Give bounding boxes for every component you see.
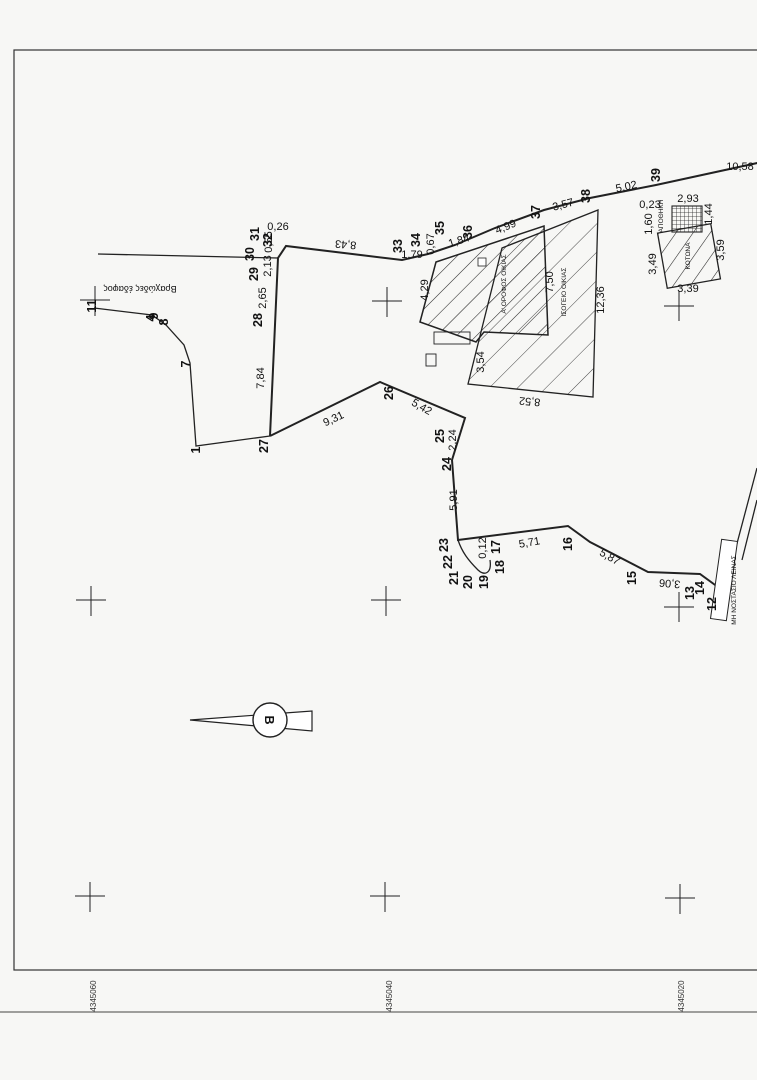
vertex-number: 34: [409, 233, 423, 247]
grid-crosses: [75, 286, 695, 914]
distance-label: 5,02: [615, 179, 638, 195]
vertex-number: 36: [461, 225, 475, 239]
label-road: ΜΗ ΝΟΣΤΑΣΙΟ ΛΕΙΝΑΣ: [731, 555, 738, 624]
distance-label: 1,60: [643, 213, 655, 234]
vertex-number: 8: [157, 318, 171, 325]
vertex-number: 21: [447, 571, 461, 585]
distance-label: 2,93: [677, 193, 698, 205]
vertex-number: 23: [437, 538, 451, 552]
vertex-number: 9: [147, 312, 161, 319]
distance-label: 3,54: [475, 351, 487, 372]
vertex-number: 7: [179, 360, 193, 367]
vertex-number: 30: [243, 247, 257, 261]
vertex-number: 13: [683, 586, 697, 600]
vertex-number: 25: [433, 429, 447, 443]
distance-label: 3,06: [659, 576, 681, 590]
small-well: [425, 353, 437, 367]
vertex-number: 14: [693, 581, 707, 595]
storage-shed: [671, 205, 703, 233]
vertex-number: 12: [705, 597, 719, 611]
vertex-number: 19: [477, 575, 491, 589]
vertex-number: 28: [251, 313, 265, 327]
upper-floor-house: [419, 224, 549, 343]
label-rocky-ground: Βραχώδες έδαφος: [103, 284, 177, 294]
vertex-number: 1: [189, 446, 203, 453]
distance-label: 0,12: [477, 537, 489, 558]
vertex-number: 17: [489, 540, 503, 554]
vertex-number: 20: [461, 575, 475, 589]
parcel-boundary-lower: [269, 380, 723, 591]
vertex-number: 27: [257, 439, 271, 453]
distance-label: 1,79: [401, 249, 422, 261]
distance-label: 2,24: [447, 429, 459, 450]
vertex-number: 33: [391, 239, 405, 253]
vertex-number: 16: [561, 537, 575, 551]
rocky-ground-line: [93, 253, 279, 447]
distance-label: 1,84: [447, 232, 471, 250]
distance-label: 7,50: [544, 271, 556, 292]
vertex-number: 37: [529, 205, 543, 219]
label-annex: ΚΟΤΩΝΑ: [685, 242, 692, 270]
vertex-number: 35: [433, 221, 447, 235]
vertex-number: 26: [382, 386, 396, 400]
parcel-curve: [457, 539, 491, 574]
small-tank: [477, 257, 487, 267]
grid-coord-2: 4345040: [385, 980, 394, 1012]
distance-label: 4,29: [419, 279, 431, 300]
distance-label: 4,99: [494, 218, 518, 237]
road-strip: [709, 538, 739, 622]
distance-label: 10,58: [726, 161, 754, 173]
grid-coord-1: 4345060: [89, 980, 98, 1012]
distance-label: 0,23: [639, 199, 660, 211]
north-letter: Β: [262, 715, 276, 724]
vertex-number: 15: [625, 571, 639, 585]
distance-label: 3,57: [551, 197, 575, 214]
distance-label: 9,31: [321, 409, 345, 429]
stair-block: [433, 331, 471, 345]
distance-label: 2,13: [262, 255, 274, 276]
vertex-number: 32: [261, 233, 275, 247]
distance-label: 8,52: [519, 394, 541, 408]
distance-label: 0,26: [267, 221, 288, 233]
distance-label: 8,43: [335, 237, 357, 251]
vertex-number: 22: [441, 555, 455, 569]
vertex-number: 38: [579, 189, 593, 203]
distance-label: 3,49: [647, 253, 659, 274]
distance-label: 7,84: [255, 367, 267, 388]
distance-label: 5,87: [597, 547, 622, 568]
vertex-number: 11: [85, 299, 99, 312]
distance-label: 12,36: [595, 286, 607, 314]
vertex-number: 4: [144, 314, 158, 321]
distance-label: 0,67: [425, 233, 437, 254]
label-ground-floor: ΙΣΟΓΕΙΟ ΟΙΚΙΑΣ: [561, 268, 568, 317]
distance-labels: 10,58 5,02 3,57 4,99 1,84 0,671,79 8,43 0,260,5…: [255, 161, 754, 590]
distance-label: 3,59: [715, 239, 727, 260]
vertex-numbers: 1478911121314151617181920212223242526272…: [85, 168, 719, 611]
distance-label: 0,55: [263, 231, 275, 252]
distance-label: 5,42: [409, 397, 434, 418]
north-arrow: Β: [189, 702, 313, 738]
vertex-number: 24: [440, 457, 454, 471]
distance-label: 5,71: [518, 535, 541, 551]
vertex-number: 31: [248, 227, 262, 241]
vertex-number: 39: [649, 168, 663, 182]
grid-coord-3: 4345020: [677, 980, 686, 1012]
parcel-boundary: [269, 162, 757, 437]
distance-label: 5,91: [448, 489, 460, 510]
distance-label: 3,39: [677, 283, 698, 295]
sheet-frame: [13, 49, 757, 971]
vertex-number: 29: [247, 267, 261, 281]
distance-label: 1,44: [703, 203, 715, 224]
vertex-number: 18: [493, 560, 507, 574]
distance-label: 2,65: [257, 287, 269, 308]
label-upper-floor: Α' ΟΡΟΦΟΣ ΟΙΚΙΑΣ: [501, 254, 508, 313]
label-storage: ΑΠΟΘΗΚΗ: [658, 199, 665, 232]
